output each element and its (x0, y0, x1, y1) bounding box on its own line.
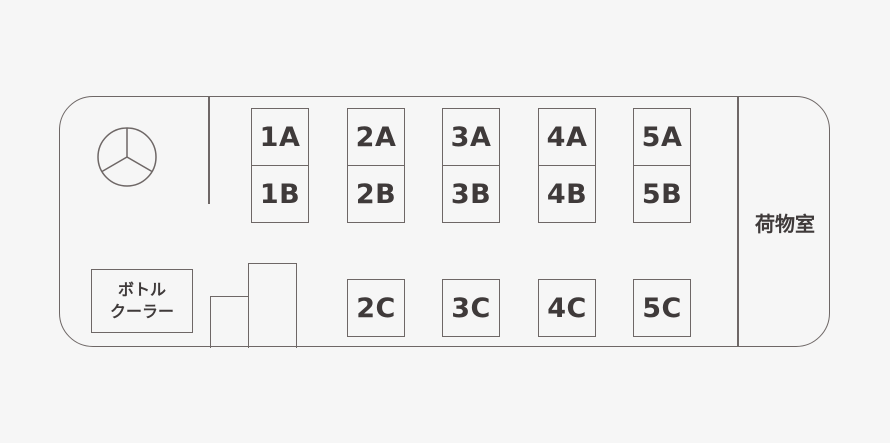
seat-2c[interactable]: 2C (347, 279, 405, 337)
seat-2b[interactable]: 2B (347, 166, 405, 223)
seat-2a[interactable]: 2A (347, 108, 405, 166)
seat-1b[interactable]: 1B (251, 166, 309, 223)
bottle-cooler-label-line2: クーラー (109, 302, 174, 321)
bottle-cooler-label-line1: ボトル (117, 280, 166, 299)
entrance-step-high (248, 263, 297, 348)
seat-4a[interactable]: 4A (538, 108, 596, 166)
seat-4c[interactable]: 4C (538, 279, 596, 337)
cargo-partition (737, 97, 739, 347)
driver-partition (208, 97, 210, 204)
seat-1a[interactable]: 1A (251, 108, 309, 166)
bus-outline (59, 96, 830, 347)
seat-4b[interactable]: 4B (538, 166, 596, 223)
seat-3b[interactable]: 3B (442, 166, 500, 223)
seat-5c[interactable]: 5C (633, 279, 691, 337)
seat-5b[interactable]: 5B (633, 166, 691, 223)
seat-3a[interactable]: 3A (442, 108, 500, 166)
seat-3c[interactable]: 3C (442, 279, 500, 337)
steering-wheel-icon (97, 127, 157, 187)
bottle-cooler: ボトル クーラー (91, 269, 193, 333)
entrance-step-low (210, 296, 249, 348)
seat-5a[interactable]: 5A (633, 108, 691, 166)
cargo-room-label: 荷物室 (755, 212, 815, 236)
